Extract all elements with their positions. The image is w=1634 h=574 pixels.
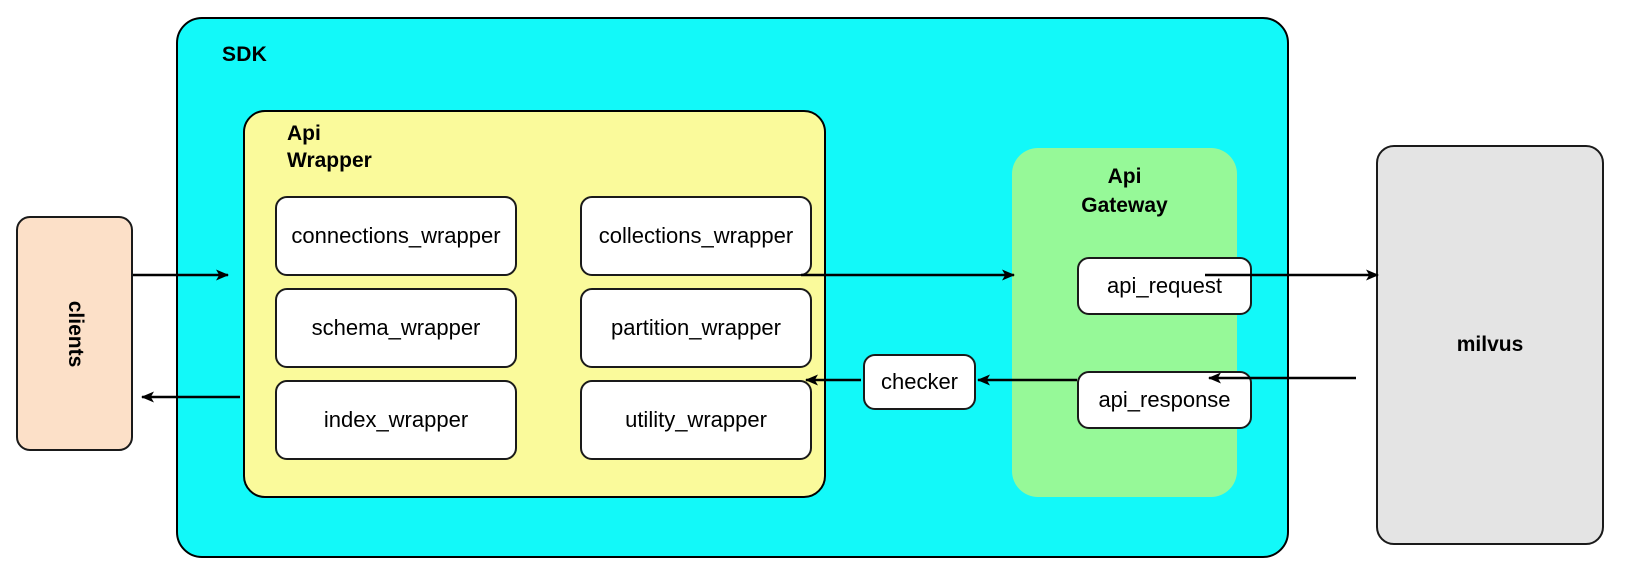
module-label: connections_wrapper [291,223,501,248]
module-label: schema_wrapper [311,315,481,340]
module-collections-wrapper[interactable]: collections_wrapper [580,196,812,276]
clients-label: clients [63,300,87,367]
module-partition-wrapper[interactable]: partition_wrapper [580,288,812,368]
checker-node[interactable]: checker [863,354,976,410]
api-request-label: api_request [1107,273,1222,298]
api-gateway-label: Api Gateway [1081,165,1168,217]
module-schema-wrapper[interactable]: schema_wrapper [275,288,517,368]
api-request-node[interactable]: api_request [1077,257,1252,315]
api-response-node[interactable]: api_response [1077,371,1252,429]
sdk-label: SDK [222,43,267,66]
clients-node[interactable]: clients [16,216,133,451]
api-wrapper-container[interactable]: Api Wrapper connections_wrapper collecti… [243,110,826,498]
module-connections-wrapper[interactable]: connections_wrapper [275,196,517,276]
sdk-container[interactable]: SDK Api Wrapper connections_wrapper coll… [176,17,1289,558]
module-utility-wrapper[interactable]: utility_wrapper [580,380,812,460]
milvus-node[interactable]: milvus [1376,145,1604,545]
api-gateway-container[interactable]: Api Gateway api_request api_response [1012,148,1252,497]
module-label: partition_wrapper [611,315,781,340]
module-label: index_wrapper [323,407,469,432]
module-label: utility_wrapper [625,407,767,432]
api-response-label: api_response [1098,387,1231,412]
milvus-label: milvus [1456,333,1524,356]
module-label: collections_wrapper [598,223,794,248]
checker-label: checker [880,369,959,394]
api-wrapper-label: Api Wrapper [287,122,372,172]
module-index-wrapper[interactable]: index_wrapper [275,380,517,460]
